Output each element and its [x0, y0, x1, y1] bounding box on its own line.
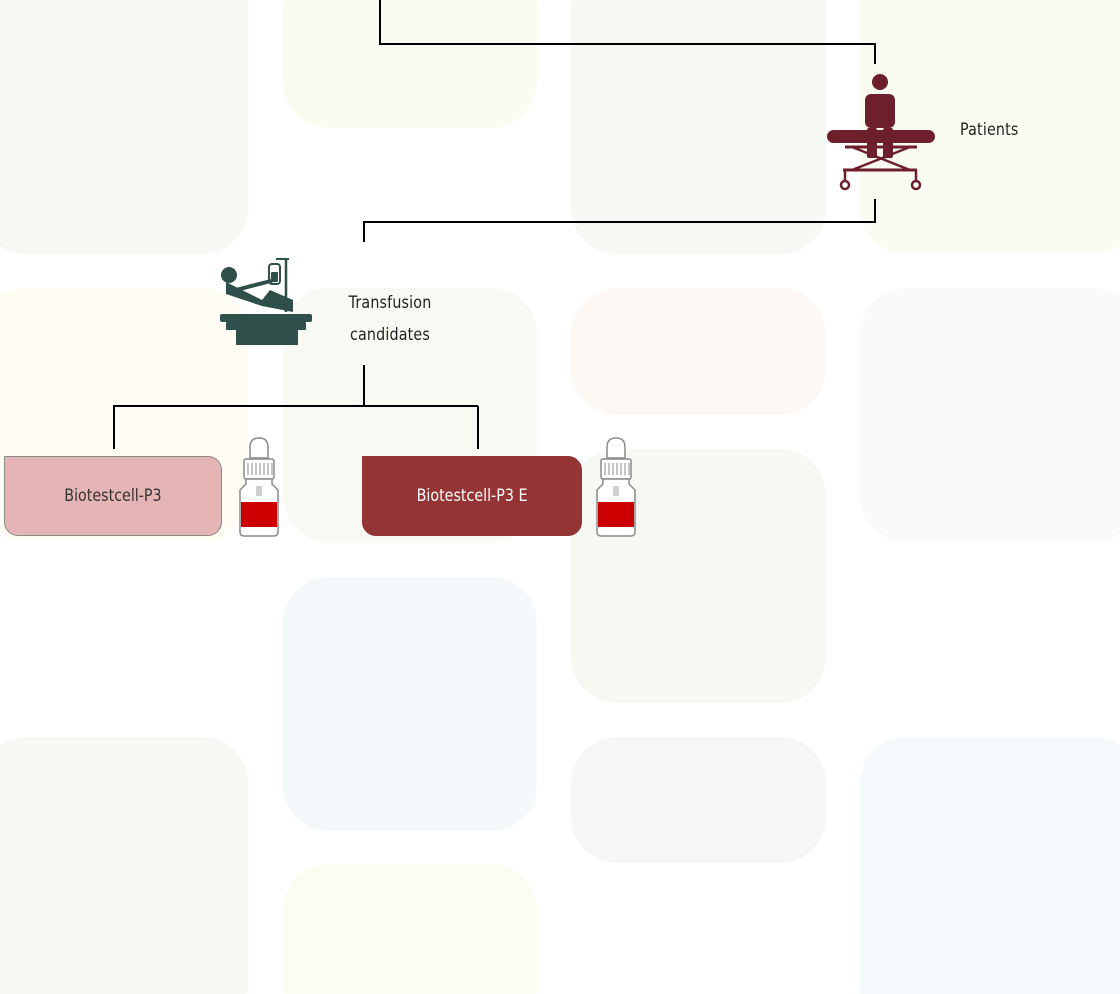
connector-lines [113, 0, 876, 449]
background-tile [283, 864, 537, 994]
background-tile [860, 0, 1120, 254]
patients-label: Patients [960, 120, 1019, 140]
transfusion-candidates-label: Transfusion candidates [340, 287, 441, 351]
background-tile [860, 288, 1120, 542]
connector-top-to-patients [379, 0, 876, 64]
background-tile [0, 737, 248, 994]
product-box-biotestcell-p3-e: Biotestcell-P3 E [362, 456, 582, 536]
product-label-biotestcell-p3-e: Biotestcell-P3 E [416, 486, 528, 506]
background-tile [283, 0, 537, 128]
connector-transfusion-to-products [113, 365, 365, 449]
patient-bed-iv-drip-icon [220, 258, 312, 345]
product-label-biotestcell-p3: Biotestcell-P3 [64, 486, 162, 506]
connector-patients-to-transfusion [363, 199, 876, 242]
background-tile [860, 737, 1120, 994]
patient-on-stretcher-icon [827, 74, 935, 191]
blood-vial-icon [596, 437, 636, 537]
background-tile [571, 737, 826, 863]
background-tile [283, 577, 537, 831]
product-box-biotestcell-p3: Biotestcell-P3 [4, 456, 222, 536]
transfusion-label-line2: candidates [349, 325, 431, 345]
background-tile [0, 0, 248, 254]
background-tile [571, 288, 826, 415]
background-tile [571, 0, 826, 254]
transfusion-label-line1: Transfusion [348, 293, 432, 313]
blood-vial-icon [239, 437, 279, 537]
